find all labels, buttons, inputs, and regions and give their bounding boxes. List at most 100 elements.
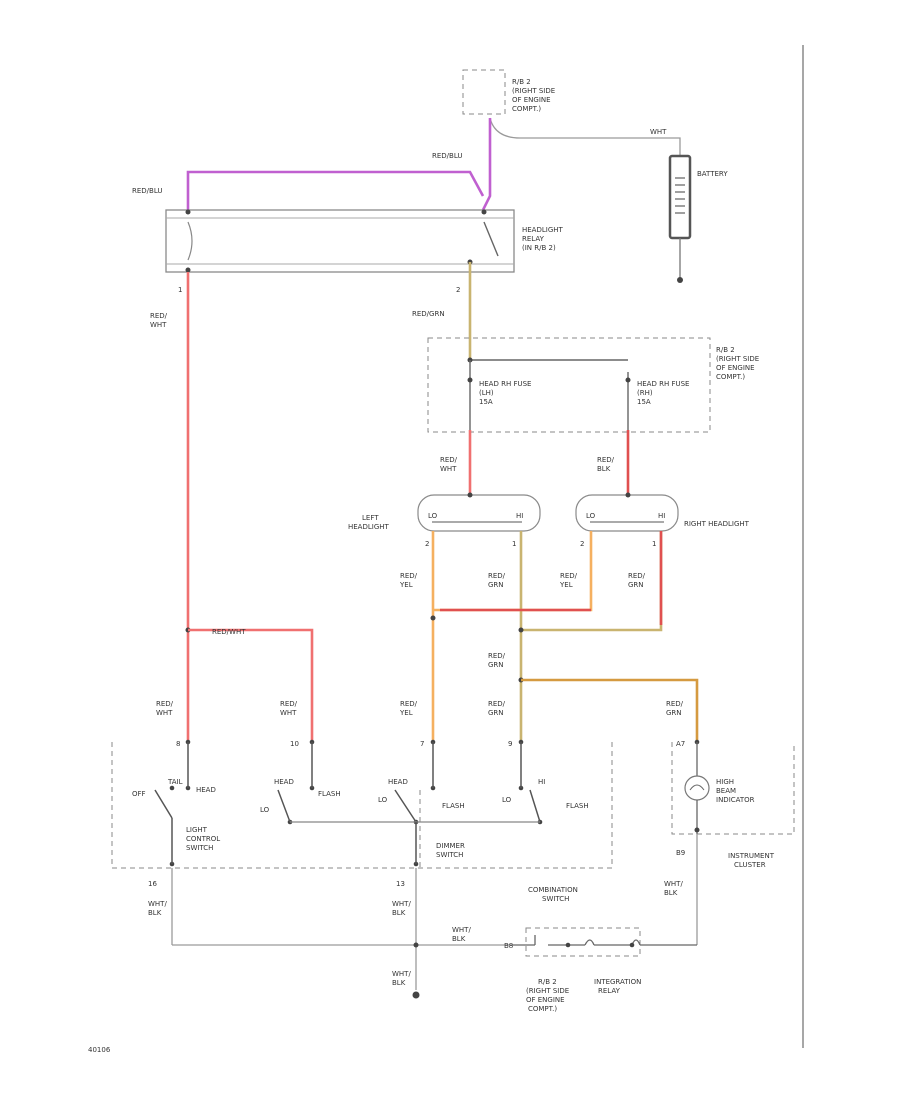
ground-point	[412, 991, 420, 999]
headlight-relay-label: HEADLIGHT RELAY (IN R/B 2)	[522, 226, 565, 252]
sw-red-yel-label: RED/ YEL	[399, 700, 419, 717]
light-control-switch-contacts	[154, 742, 541, 864]
red-blu-left-label: RED/BLU	[132, 187, 163, 195]
combination-switch-label: COMBINATION SWITCH	[528, 886, 580, 903]
relay-node-1	[185, 209, 191, 215]
red-blu-top-label: RED/BLU	[432, 152, 463, 160]
rb2-bottom-label: R/B 2 (RIGHT SIDE OF ENGINE COMPT.)	[526, 978, 571, 1013]
red-wht-splice-label: RED/WHT	[212, 628, 246, 636]
relay-contact-symbol	[483, 221, 499, 257]
wire-red-wht-splice	[188, 628, 314, 740]
left-headlight-pin-2: 2	[425, 540, 429, 548]
relay-node-3	[185, 267, 191, 273]
left-headlight-lo: LO	[428, 512, 438, 520]
light-control-switch-label: LIGHT CONTROL SWITCH	[186, 826, 222, 852]
page-code: 40106	[88, 1046, 111, 1054]
wht-label: WHT	[650, 128, 667, 136]
wire-red-grn-1-label: RED/ GRN	[488, 572, 507, 589]
wire-red-grn-2-label: RED/ GRN	[628, 572, 647, 589]
lo-a-label: LO	[260, 806, 270, 814]
head-c-label: HEAD	[388, 778, 408, 786]
high-beam-indicator-bulb	[684, 775, 710, 801]
battery-ground-dot	[677, 277, 683, 283]
relay-node-a	[565, 942, 571, 948]
rb2-mid-label: R/B 2 (RIGHT SIDE OF ENGINE COMPT.)	[716, 346, 761, 381]
tail-label: TAIL	[167, 778, 183, 786]
ground-splice	[413, 942, 419, 948]
wire-red-yel-1-label: RED/ YEL	[399, 572, 419, 589]
wire-red-blu-relay-coil	[186, 170, 485, 212]
wht-blk-c-label: WHT/ BLK	[452, 926, 473, 943]
flash-b-label: FLASH	[442, 802, 465, 810]
dimmer-switch-label: DIMMER SWITCH	[436, 842, 467, 859]
instrument-cluster-label: INSTRUMENT CLUSTER	[728, 852, 776, 869]
combination-switch-box	[111, 742, 613, 869]
battery-cells	[675, 177, 685, 214]
lo-c-label: LO	[502, 796, 512, 804]
right-headlight-pin-2: 2	[580, 540, 584, 548]
pin-16-label: 16	[148, 880, 157, 888]
left-headlight-symbol	[417, 494, 541, 532]
integration-relay-symbol	[512, 935, 697, 946]
wht-blk-a-label: WHT/ BLK	[148, 900, 169, 917]
high-beam-indicator-label: HIGH BEAM INDICATOR	[716, 778, 755, 804]
left-headlight-label: LEFT HEADLIGHT	[348, 514, 390, 531]
fuse-lh-node	[467, 377, 473, 383]
head-a-label: HEAD	[196, 786, 216, 794]
left-headlight-hi: HI	[516, 512, 523, 520]
ind-red-grn-label: RED/ GRN	[666, 700, 685, 717]
left-headlight-pin-1: 1	[512, 540, 516, 548]
right-headlight-pin-1: 1	[652, 540, 656, 548]
right-headlight-label: RIGHT HEADLIGHT	[684, 520, 750, 528]
red-wht-left-label: RED/ WHT	[150, 312, 169, 329]
switch-node-dots	[169, 739, 700, 867]
right-headlight-node	[625, 492, 631, 498]
battery-label: BATTERY	[697, 170, 728, 178]
relay-node-2	[481, 209, 487, 215]
rb2-mid-box	[427, 337, 711, 433]
pin-7-label: 7	[420, 740, 424, 748]
pin-b9-label: B9	[676, 849, 685, 857]
fuse-rh-node	[625, 377, 631, 383]
indicator-filament	[689, 784, 705, 791]
ground-wires	[171, 834, 698, 990]
splice-red-grn	[518, 627, 524, 633]
hi-label: HI	[538, 778, 545, 786]
red-grn-relay-label: RED/GRN	[412, 310, 445, 318]
rb2-top-box	[462, 69, 506, 115]
headlight-relay-box	[165, 209, 515, 273]
pin-10-label: 10	[290, 740, 299, 748]
relay-node-b	[629, 942, 635, 948]
wire-red-grn-3-label: RED/ GRN	[488, 652, 507, 669]
right-headlight-lo: LO	[586, 512, 596, 520]
relay-pin-2: 2	[456, 286, 460, 294]
red-blk-rh-label: RED/ BLK	[597, 456, 616, 473]
wht-blk-d-label: WHT/ BLK	[392, 970, 413, 987]
flash-a-label: FLASH	[318, 790, 341, 798]
wire-red-grn-indicator	[521, 678, 699, 740]
pin-8-label: 8	[176, 740, 180, 748]
wire-wht-battery	[489, 117, 681, 155]
wire-red-blu-top	[481, 118, 492, 211]
sw-red-wht-a-label: RED/ WHT	[156, 700, 175, 717]
relay-pin-1: 1	[178, 286, 182, 294]
wht-blk-e-label: WHT/ BLK	[664, 880, 685, 897]
pin-b8-label: B8	[504, 942, 513, 950]
wire-red-yel-2-label: RED/ YEL	[559, 572, 579, 589]
fuse-rh-label: HEAD RH FUSE (RH) 15A	[637, 380, 692, 406]
off-label: OFF	[132, 790, 146, 798]
battery-symbol	[668, 154, 692, 240]
right-headlight-hi: HI	[658, 512, 665, 520]
lo-b-label: LO	[378, 796, 388, 804]
pin-9-label: 9	[508, 740, 512, 748]
rb2-top-label: R/B 2 (RIGHT SIDE OF ENGINE COMPT.)	[512, 78, 557, 113]
fuse-lh-label: HEAD RH FUSE (LH) 15A	[479, 380, 534, 406]
red-wht-lh-label: RED/ WHT	[440, 456, 459, 473]
rb2-bottom-box	[525, 927, 641, 957]
pin-a7-label: A7	[676, 740, 685, 748]
splice-red-yel	[430, 615, 436, 621]
sw-red-grn-label: RED/ GRN	[488, 700, 507, 717]
pin-13-label: 13	[396, 880, 405, 888]
left-headlight-node	[467, 492, 473, 498]
